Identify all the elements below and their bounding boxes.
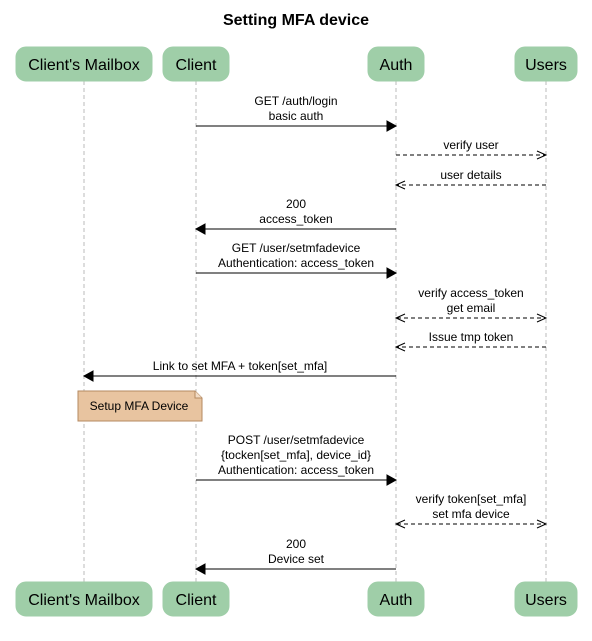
actor-box: [162, 46, 230, 82]
note-fold: [194, 391, 202, 399]
arrowhead: [394, 313, 406, 323]
actor-auth-top: Auth: [367, 46, 425, 82]
actor-mailbox-top: Client's Mailbox: [15, 46, 153, 82]
actor-box: [15, 46, 153, 82]
arrowhead: [536, 150, 548, 160]
message-label: Issue tmp token: [429, 330, 514, 344]
actor-label: Client: [176, 57, 217, 74]
actor-label: Users: [525, 592, 567, 609]
arrowhead: [194, 223, 206, 235]
message-label: verify user: [443, 138, 498, 152]
actor-box: [514, 581, 578, 617]
message-label: access_token: [259, 212, 332, 226]
message-label: {tocken[set_mfa], device_id}: [221, 448, 371, 462]
arrowhead: [394, 519, 406, 529]
message-label: Authentication: access_token: [218, 256, 374, 270]
message-label: verify token[set_mfa]: [416, 492, 527, 506]
arrowhead: [536, 313, 548, 323]
actor-mailbox-bottom: Client's Mailbox: [15, 581, 153, 617]
actor-client-bottom: Client: [162, 581, 230, 617]
message-label: Authentication: access_token: [218, 463, 374, 477]
actor-label: Auth: [380, 592, 413, 609]
actors-bottom: Client's Mailbox Client Auth Users: [15, 581, 578, 617]
message-label: user details: [440, 168, 501, 182]
arrowhead: [394, 180, 406, 190]
message-label: Device set: [268, 552, 325, 566]
note-group: Setup MFA Device: [77, 390, 203, 422]
message-label: 200: [286, 197, 306, 211]
message-label: set mfa device: [432, 507, 510, 521]
message-3: user details: [394, 168, 546, 190]
diagram-title: Setting MFA device: [223, 12, 369, 29]
arrowhead: [386, 474, 398, 486]
actors-top: Client's Mailbox Client Auth Users: [15, 46, 578, 82]
message-label: GET /user/setmfadevice: [232, 241, 361, 255]
actor-auth-bottom: Auth: [367, 581, 425, 617]
message-8: Link to set MFA + token[set_mfa]: [82, 359, 396, 382]
message-9: POST /user/setmfadevice{tocken[set_mfa],…: [196, 433, 398, 486]
message-label: GET /auth/login: [254, 94, 337, 108]
note-box: [77, 390, 203, 422]
message-10: verify token[set_mfa]set mfa device: [394, 492, 548, 529]
message-label: 200: [286, 537, 306, 551]
actor-label: Client: [176, 592, 217, 609]
arrowhead: [536, 519, 548, 529]
message-label: verify access_token: [418, 286, 523, 300]
message-2: verify user: [396, 138, 548, 160]
message-label: Link to set MFA + token[set_mfa]: [153, 359, 327, 373]
actor-box: [367, 581, 425, 617]
actor-box: [514, 46, 578, 82]
arrowhead: [386, 120, 398, 132]
actor-label: Client's Mailbox: [28, 592, 140, 609]
actor-users-top: Users: [514, 46, 578, 82]
message-label: POST /user/setmfadevice: [228, 433, 365, 447]
message-label: basic auth: [269, 109, 324, 123]
message-7: Issue tmp token: [394, 330, 546, 352]
actor-label: Client's Mailbox: [28, 57, 140, 74]
actor-box: [15, 581, 153, 617]
actor-label: Auth: [380, 57, 413, 74]
arrowhead: [394, 342, 406, 352]
arrowhead: [386, 267, 398, 279]
arrowhead: [82, 370, 94, 382]
actor-label: Users: [525, 57, 567, 74]
actor-box: [162, 581, 230, 617]
actor-users-bottom: Users: [514, 581, 578, 617]
actor-client-top: Client: [162, 46, 230, 82]
note-label: Setup MFA Device: [90, 399, 189, 413]
message-label: get email: [447, 301, 496, 315]
actor-box: [367, 46, 425, 82]
arrowhead: [194, 563, 206, 575]
